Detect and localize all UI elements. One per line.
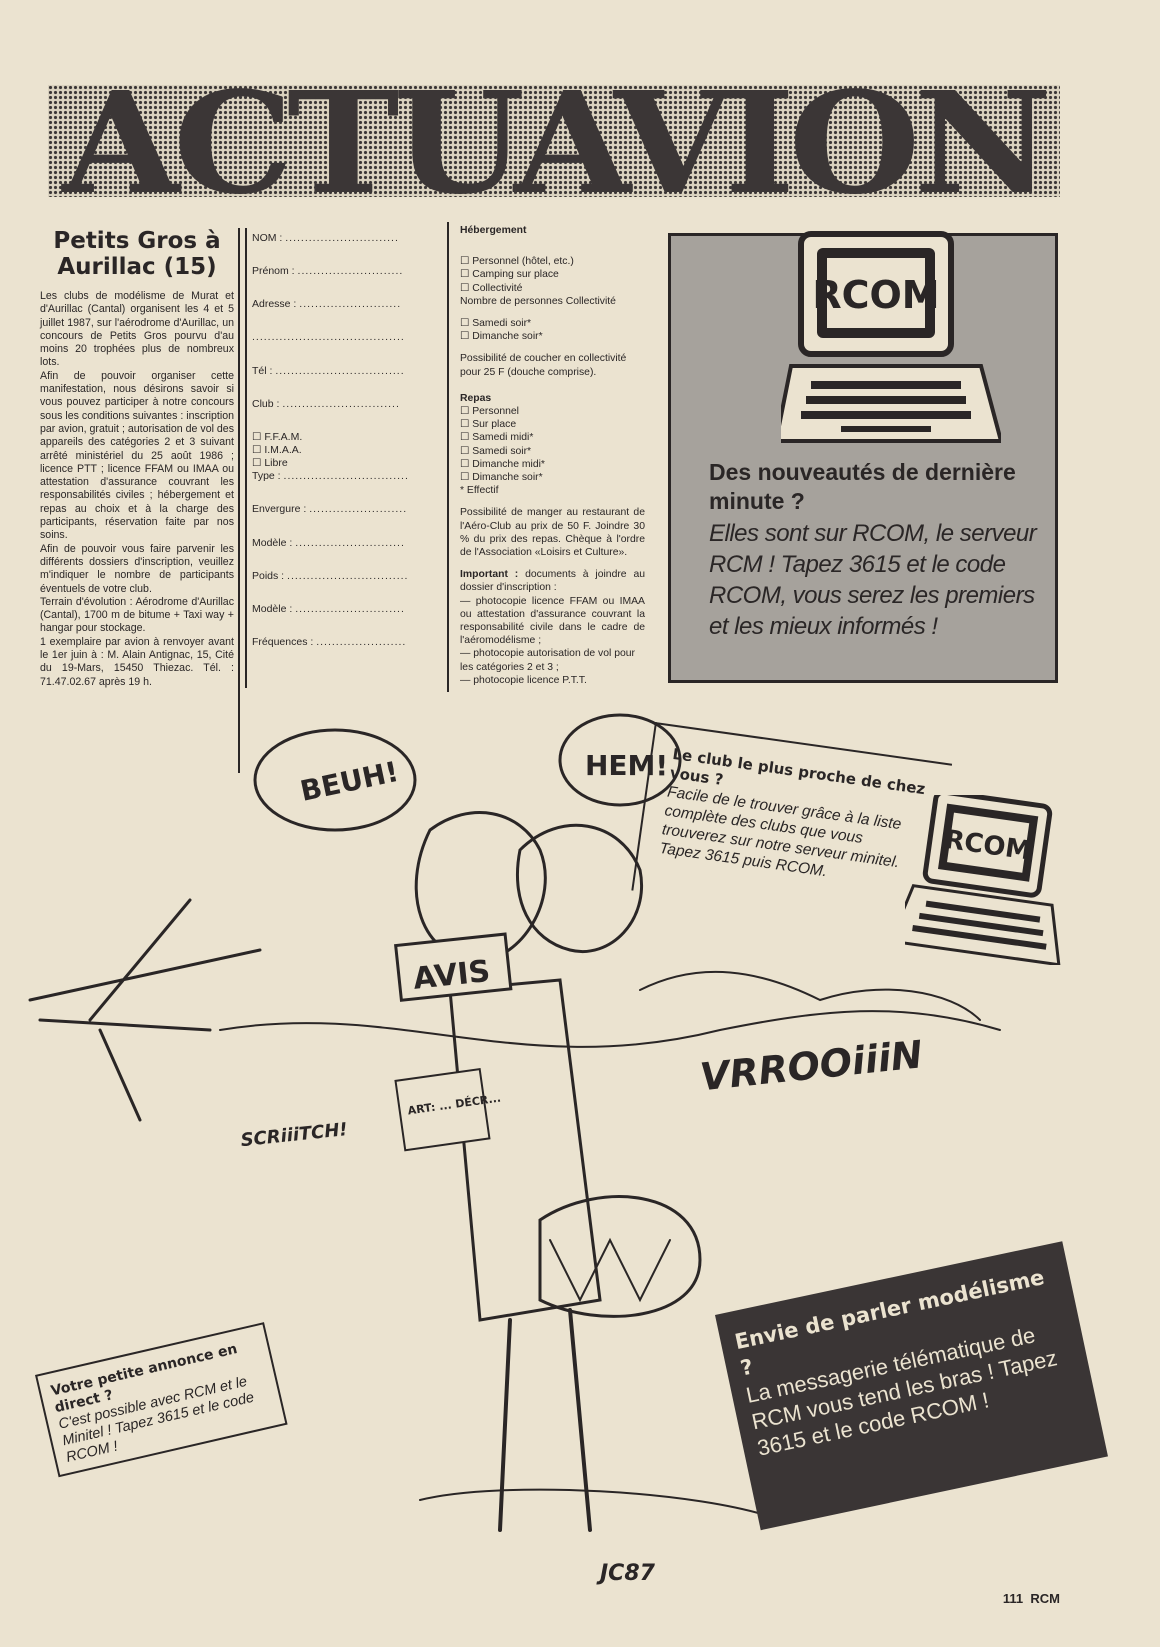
checkbox-collectivite[interactable]: ☐ Collectivité (460, 282, 523, 294)
envergure-field[interactable]: Envergure : ......................... (252, 503, 408, 515)
character-body (448, 978, 602, 1322)
character-head (515, 823, 643, 953)
article-column: Petits Gros à Aurillac (15) Les clubs de… (40, 228, 234, 689)
article-paragraph: Les clubs de modélisme de Murat et d'Aur… (40, 290, 234, 369)
checkbox-personnel-hotel[interactable]: ☐ Personnel (hôtel, etc.) (460, 256, 574, 268)
article-paragraph: Afin de pouvoir vous faire parvenir les … (40, 542, 234, 595)
checkbox-ffam[interactable]: ☐ F.F.A.M. (252, 431, 303, 443)
speech-bubble (253, 728, 417, 832)
rcom-headline: Des nouveautés de dernière minute ? (709, 459, 1016, 514)
article-paragraph: Terrain d'évolution : Aérodrome d'Aurill… (40, 595, 234, 635)
sound-effect-text: SCRiiiTCH! (240, 1119, 349, 1151)
checkbox-repas-dimanche-soir[interactable]: ☐ Dimanche soir* (460, 472, 543, 484)
collectivite-count-label: Nombre de personnes Collectivité (460, 295, 616, 307)
checkbox-repas-sur-place[interactable]: ☐ Sur place (460, 419, 517, 431)
character-head (414, 811, 547, 962)
bubble-text: HEM! (585, 749, 668, 782)
poids-field[interactable]: Poids : ............................... (252, 570, 409, 582)
accommodation-column: Hébergement ☐ Personnel (hôtel, etc.) ☐ … (460, 220, 645, 687)
tel-field[interactable]: Tél : ................................. (252, 365, 405, 377)
section-title-banner: ACTUAVION (48, 85, 1060, 197)
repas-footnote: * Effectif (460, 485, 499, 497)
bubble-text: BEUH! (297, 755, 401, 808)
rcom-body: Elles sont sur RCOM, le serveur RCM ! Ta… (709, 520, 1037, 640)
hebergement-note: Possibilité de coucher en collectivité p… (460, 353, 627, 378)
form-border-left (245, 228, 247, 688)
sound-effect-text: VRROOiiiN (698, 1032, 925, 1099)
important-note: Important : documents à joindre au dossi… (460, 569, 645, 594)
sign-text: AVIS (411, 954, 491, 997)
adresse-field-line2[interactable]: ....................................... (252, 331, 405, 343)
article-title: Petits Gros à Aurillac (15) (53, 228, 221, 280)
checkbox-samedi-midi[interactable]: ☐ Samedi midi* (460, 432, 534, 444)
page-footer: 111 RCM (1003, 1591, 1060, 1606)
checkbox-camping[interactable]: ☐ Camping sur place (460, 269, 559, 281)
modele-field-2[interactable]: Modèle : ............................ (252, 603, 405, 615)
checkbox-repas-personnel[interactable]: ☐ Personnel (460, 406, 519, 418)
drum (538, 1195, 702, 1318)
page-number: 111 (1002, 1591, 1024, 1606)
document-item: — photocopie autorisation de vol pour le… (460, 648, 636, 673)
form-border-right (447, 222, 449, 692)
prenom-field[interactable]: Prénom : ........................... (252, 265, 404, 277)
checkbox-samedi-soir[interactable]: ☐ Samedi soir* (460, 318, 532, 330)
type-field[interactable]: Type : ................................ (252, 470, 409, 482)
article-paragraph: 1 exemplaire par avion à renvoyer avant … (40, 635, 234, 688)
repas-heading: Repas (460, 392, 492, 404)
column-divider (238, 228, 240, 773)
minitel-terminal-icon: RCOM (905, 795, 1061, 965)
section-title: ACTUAVION (62, 85, 1052, 197)
magazine-brand: RCM (1030, 1591, 1060, 1606)
modele-field[interactable]: Modèle : ............................ (252, 537, 405, 549)
rcom-advert: RCOM Des nouveautés de dernière minute ?… (668, 231, 1058, 683)
club-field[interactable]: Club : .............................. (252, 398, 400, 410)
cartoon-illustration: BEUH! HEM! AVIS ART: ... DÉCR... VRROOii… (28, 713, 1001, 1586)
nom-field[interactable]: NOM : ............................. (252, 232, 399, 244)
adresse-field[interactable]: Adresse : .......................... (252, 298, 402, 310)
repas-note: Possibilité de manger au restaurant de l… (460, 507, 645, 559)
checkbox-repas-samedi-soir[interactable]: ☐ Samedi soir* (460, 445, 532, 457)
speech-bubble (558, 713, 682, 807)
document-item: — photocopie licence P.T.T. (460, 674, 587, 686)
checkbox-dimanche-midi[interactable]: ☐ Dimanche midi* (460, 458, 545, 470)
checkbox-dimanche-soir[interactable]: ☐ Dimanche soir* (460, 331, 543, 343)
minitel-terminal-icon: RCOM (781, 231, 1001, 443)
model-airplane-sketch (28, 898, 262, 1122)
document-item: — photocopie licence FFAM ou IMAA ou att… (460, 595, 645, 647)
frequences-field[interactable]: Fréquences : ....................... (252, 636, 407, 648)
screen-label: RCOM (812, 273, 939, 317)
checkbox-imaa[interactable]: ☐ I.M.A.A. (252, 444, 302, 456)
checkbox-libre[interactable]: ☐ Libre (252, 457, 288, 469)
article-paragraph: Afin de pouvoir organiser cette manifest… (40, 369, 234, 542)
artist-signature: JC87 (596, 1561, 656, 1586)
hebergement-heading: Hébergement (460, 225, 527, 236)
